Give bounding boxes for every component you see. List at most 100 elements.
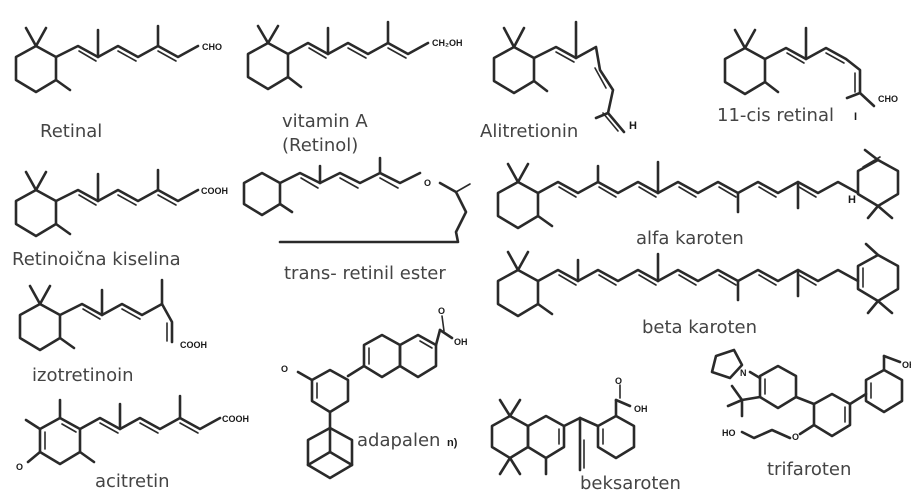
beta-carotene-name: beta karoten xyxy=(642,317,757,338)
retinol-ring xyxy=(246,41,290,91)
cis-retinal-name: 11-cis retinal xyxy=(717,105,834,126)
acitretin-methoxy-oxygen: O xyxy=(16,462,23,472)
molecule-acitretin: O COOH acitretin xyxy=(16,394,249,492)
cis-retinal-double-bond xyxy=(825,52,845,64)
trifarotene-n-aryl-bond xyxy=(748,370,762,380)
acitretin-double-bond xyxy=(99,422,119,434)
bexarotene-aryl-bond xyxy=(578,416,600,428)
molecule-vitamin-a: CH₂OH vitamin A (Retinol) xyxy=(246,20,463,156)
adapalene-naphthalene-ring xyxy=(398,333,438,379)
alitretinoin-double-bond xyxy=(602,112,619,132)
acitretin-name: acitretin xyxy=(95,471,170,492)
adapalene-biaryl-bond xyxy=(346,364,366,378)
beta-carotene-methyl xyxy=(506,250,520,272)
bexarotene-carboxyl-bond xyxy=(614,398,632,408)
molecule-adapalene: O OH O adapalen n) xyxy=(281,306,468,480)
trifarotene-pyrrolidine xyxy=(710,348,744,380)
trifarotene-tertbutyl xyxy=(726,398,744,408)
molecule-alpha-carotene: H alfa karoten xyxy=(496,148,900,249)
alpha-carotene-double-bond xyxy=(558,186,577,198)
bexarotene-name: beksaroten xyxy=(580,473,681,494)
retinal-ring xyxy=(14,44,58,94)
retinal-double-bond xyxy=(157,50,177,62)
trifarotene-nitrogen: N xyxy=(740,368,747,378)
bexarotene-ring xyxy=(490,414,530,460)
alpha-carotene-ring-left xyxy=(496,180,540,230)
retinoic-acid-group-label: COOH xyxy=(201,186,228,196)
beta-carotene-ring-left xyxy=(496,268,540,318)
molecule-retinoic-acid: COOH Retinoična kiselina xyxy=(12,168,228,270)
beta-carotene-methyl xyxy=(876,299,894,315)
retinol-methyl xyxy=(256,24,270,45)
retinol-name: vitamin A xyxy=(282,111,368,132)
beta-carotene-double-bond xyxy=(798,274,817,286)
acitretin-aryl-ring xyxy=(38,416,82,466)
isotretinoin-methyl xyxy=(58,336,76,350)
bexarotene-carbonyl-oxygen: O xyxy=(615,376,622,386)
isotretinoin-name: izotretinoin xyxy=(32,365,134,386)
beta-carotene-double-bond xyxy=(758,274,777,286)
alpha-carotene-methyl xyxy=(506,162,520,184)
molecule-isotretinoin: COOH izotretinoin xyxy=(18,278,207,386)
retinoic-acid-chain xyxy=(54,188,200,203)
cis-retinal-ring xyxy=(723,46,767,96)
beta-carotene-double-bond xyxy=(638,274,657,286)
beta-carotene-double-bond xyxy=(558,274,577,286)
cis-retinal-mark: I xyxy=(854,111,857,123)
beta-carotene-double-bond xyxy=(678,274,697,286)
alitretinoin-double-bond xyxy=(555,51,575,63)
retinyl-ester-chain xyxy=(278,171,422,185)
adapalene-methoxy-oxygen: O xyxy=(281,364,288,374)
adapalene-carboxyl-bond xyxy=(434,328,442,347)
acitretin-methyl xyxy=(78,450,96,464)
alitretinoin-methyl xyxy=(502,26,516,49)
alpha-carotene-chain xyxy=(536,180,860,195)
bexarotene-methyl xyxy=(498,398,512,418)
retinal-group-label: CHO xyxy=(202,42,222,52)
cis-retinal-double-bond xyxy=(786,52,805,64)
retinol-methyl xyxy=(266,24,280,45)
alitretinoin-double-bond xyxy=(594,67,607,89)
bexarotene-benzoic-ring xyxy=(596,414,636,460)
retinal-name: Retinal xyxy=(40,121,102,142)
alitretinoin-chain xyxy=(532,45,626,134)
alpha-carotene-double-bond xyxy=(678,186,697,198)
alitretinoin-methyl xyxy=(594,111,610,120)
adapalene-adamantane-bridge xyxy=(306,450,332,467)
isotretinoin-chain xyxy=(58,302,174,344)
retinoic-acid-methyl xyxy=(54,222,72,236)
adapalene-hydroxyl-label: OH xyxy=(454,337,468,347)
beta-carotene-methyl xyxy=(516,250,530,272)
adapalene-methoxy xyxy=(296,370,314,382)
retinal-methyl xyxy=(54,78,72,92)
trifarotene-tertbutyl xyxy=(730,384,744,402)
isotretinoin-methyl xyxy=(28,284,42,306)
molecule-retinal: CHO Retinal xyxy=(14,24,222,142)
cis-retinal-group-label: CHO xyxy=(878,94,898,104)
molecule-bexarotene: O OH beksaroten xyxy=(490,376,681,494)
beta-carotene-ring-right xyxy=(856,253,900,303)
beta-carotene-methyl xyxy=(864,242,880,257)
isotretinoin-double-bond xyxy=(121,308,141,320)
adapalene-adamantane-bridge xyxy=(328,450,354,467)
retinyl-ester-carbonyl xyxy=(455,183,471,193)
retinal-double-bond xyxy=(78,50,97,62)
trifarotene-aryl-ring xyxy=(758,364,798,410)
molecule-alitretinoin: Alitretionin H xyxy=(480,20,637,142)
bexarotene-methyl xyxy=(508,398,522,418)
molecule-11-cis-retinal: CHO 11-cis retinal I xyxy=(717,26,898,126)
trifarotene-carboxyl-bond xyxy=(882,354,902,364)
trifarotene-tertbutyl xyxy=(740,395,762,402)
alpha-carotene-mark: H xyxy=(848,194,856,206)
alpha-carotene-methyl xyxy=(876,204,894,220)
isotretinoin-ring xyxy=(18,302,62,352)
retinol-methyl xyxy=(286,75,303,89)
trifarotene-biaryl-bond xyxy=(794,395,816,406)
beta-carotene-double-bond xyxy=(718,274,737,286)
retinoic-acid-double-bond xyxy=(78,194,97,206)
adapalene-mark: n) xyxy=(447,437,458,449)
retinol-double-bond xyxy=(387,47,407,59)
alpha-carotene-methyl xyxy=(516,162,530,184)
adapalene-aromatic-bond xyxy=(419,340,433,349)
retinal-double-bond xyxy=(117,50,137,62)
